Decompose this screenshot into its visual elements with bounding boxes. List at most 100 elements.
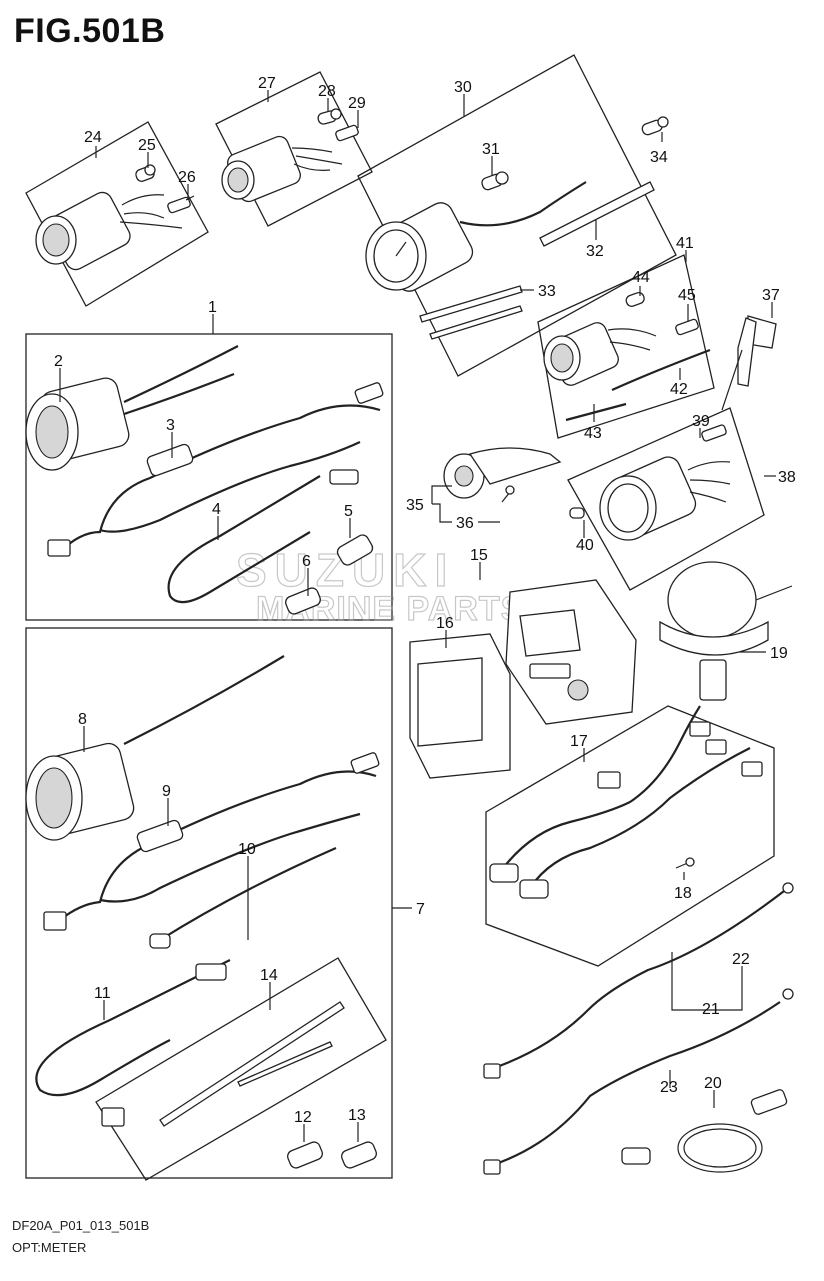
sensor-37 (721, 315, 777, 411)
socket-29 (335, 124, 359, 142)
callout-38: 38 (778, 469, 796, 486)
callout-18: 18 (674, 885, 692, 902)
callout-10: 10 (238, 841, 256, 858)
callouts: 1 2 3 4 5 6 7 8 9 10 11 12 13 14 15 16 1… (54, 75, 796, 1126)
callout-11: 11 (94, 985, 111, 1002)
cable-20 (621, 1089, 788, 1173)
meter-38 (599, 456, 731, 541)
harness-1-lower (123, 372, 235, 416)
callout-17: 17 (570, 733, 588, 750)
meter-41 (543, 322, 657, 386)
callout-6: 6 (302, 553, 311, 570)
callout-26: 26 (178, 169, 196, 186)
callout-34: 34 (650, 149, 668, 166)
meter-2 (25, 377, 130, 471)
screw-18 (675, 857, 695, 869)
lead-21 (483, 882, 794, 1079)
group-box-30 (357, 54, 677, 377)
bracket-35 (443, 447, 562, 499)
socket-45 (675, 318, 699, 336)
cable-4 (167, 469, 359, 604)
callout-20: 20 (704, 1075, 722, 1092)
bulb-28 (317, 108, 342, 125)
callout-23: 23 (660, 1079, 678, 1096)
group-box-38 (567, 407, 765, 591)
group-box-14 (95, 957, 387, 1181)
lead-42-43 (565, 348, 711, 422)
callout-5: 5 (344, 503, 353, 520)
cap-13 (341, 1141, 377, 1169)
callout-29: 29 (348, 95, 366, 112)
callout-44: 44 (632, 269, 650, 286)
tie-33 (419, 285, 523, 340)
buzzer-19 (659, 561, 793, 701)
diagram-code: DF20A_P01_013_501B (12, 1218, 150, 1233)
callout-27: 27 (258, 75, 276, 92)
display-15 (505, 579, 637, 725)
group-box-1 (25, 333, 393, 621)
callout-42: 42 (670, 381, 688, 398)
group-box-24 (25, 121, 209, 307)
meter-8 (25, 742, 135, 841)
callout-12: 12 (294, 1109, 312, 1126)
harness-17 (489, 705, 763, 899)
screw-36 (501, 485, 515, 503)
callout-45: 45 (678, 287, 696, 304)
leader-lines (59, 90, 776, 1142)
lead-23 (483, 988, 794, 1175)
callout-14: 14 (260, 967, 278, 984)
meter-27 (221, 135, 343, 203)
cable-11 (35, 959, 231, 1097)
callout-7: 7 (416, 901, 425, 918)
bulb-44 (625, 291, 645, 307)
callout-3: 3 (166, 417, 175, 434)
meter-30 (365, 181, 587, 292)
callout-21: 21 (702, 1001, 720, 1018)
callout-4: 4 (212, 501, 221, 518)
harness-9 (43, 752, 380, 931)
callout-35: 35 (406, 497, 424, 514)
callout-19: 19 (770, 645, 788, 662)
tie-14 (101, 1001, 345, 1127)
callout-25: 25 (138, 137, 156, 154)
bulb-31 (481, 171, 509, 191)
callout-22: 22 (732, 951, 750, 968)
callout-8: 8 (78, 711, 87, 728)
callout-41: 41 (676, 235, 694, 252)
cap-5 (336, 534, 374, 566)
bulb-34 (641, 116, 669, 136)
callout-33: 33 (538, 283, 556, 300)
callout-40: 40 (576, 537, 594, 554)
callout-37: 37 (762, 287, 780, 304)
callout-32: 32 (586, 243, 604, 260)
callout-28: 28 (318, 83, 336, 100)
group-box-41 (537, 254, 715, 439)
callout-39: 39 (692, 413, 710, 430)
harness-1-upper (123, 345, 239, 403)
figure-title: FIG.501B (14, 12, 166, 50)
callout-36: 36 (456, 515, 474, 532)
callout-13: 13 (348, 1107, 366, 1124)
callout-30: 30 (454, 79, 472, 96)
cable-10 (149, 846, 337, 949)
callout-31: 31 (482, 141, 500, 158)
bulb-40 (569, 507, 585, 519)
tube-32 (539, 181, 655, 247)
display-16 (409, 633, 511, 779)
harness-3 (47, 382, 384, 557)
cap-12 (287, 1141, 323, 1169)
callout-2: 2 (54, 353, 63, 370)
group-box-7 (25, 627, 393, 1179)
harness-7-upper (123, 655, 285, 745)
cap-6 (285, 587, 321, 615)
diagram-name: OPT:METER (12, 1240, 87, 1255)
callout-16: 16 (436, 615, 454, 632)
socket-26 (167, 195, 195, 214)
callout-1: 1 (208, 299, 217, 316)
meter-24 (35, 191, 183, 271)
socket-39 (701, 424, 727, 442)
callout-43: 43 (584, 425, 602, 442)
bulb-25 (135, 164, 156, 182)
callout-15: 15 (470, 547, 488, 564)
